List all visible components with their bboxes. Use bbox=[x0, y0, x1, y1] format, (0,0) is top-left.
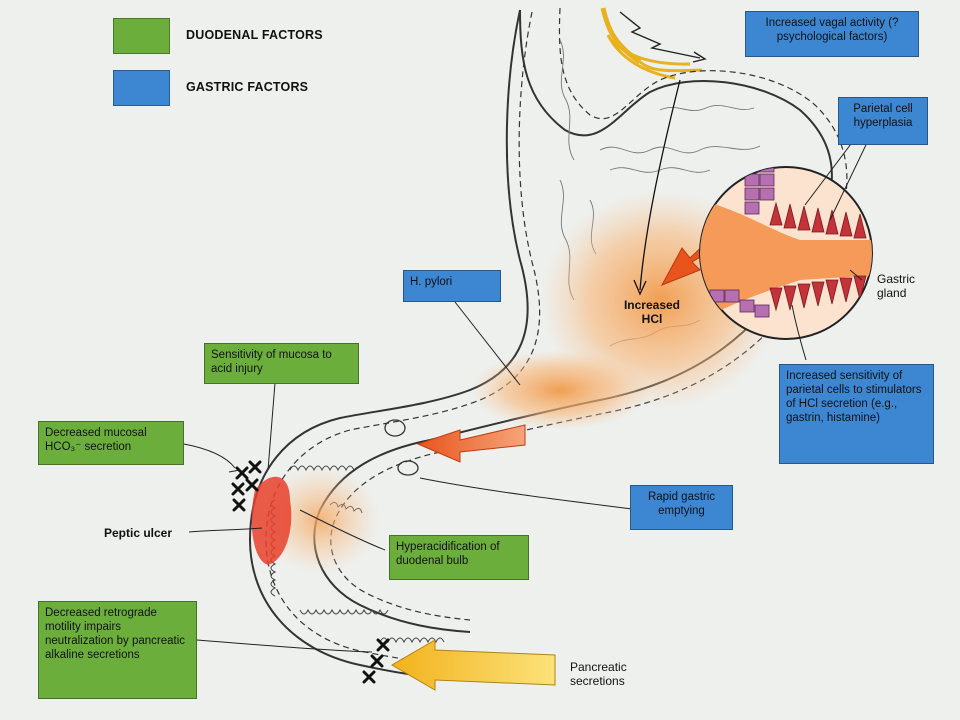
label-hyperacidification: Hyperacidification of duodenal bulb bbox=[389, 535, 529, 580]
legend-swatch-gastric bbox=[113, 70, 170, 106]
acid-arrow-duodenum bbox=[416, 424, 526, 463]
label-increased-sensitivity: Increased sensitivity of parietal cells … bbox=[779, 364, 934, 464]
vagus-nerve bbox=[600, 7, 707, 80]
label-peptic-ulcer: Peptic ulcer bbox=[104, 526, 173, 540]
vagal-pointer-arrow bbox=[639, 79, 681, 291]
label-decreased-hco3: Decreased mucosal HCO₃⁻ secretion bbox=[38, 421, 184, 465]
label-parietal-hyperplasia: Parietal cell hyperplasia bbox=[838, 97, 928, 145]
legend-label-duodenal: DUODENAL FACTORS bbox=[186, 28, 323, 42]
label-decreased-retrograde: Decreased retrograde motility impairs ne… bbox=[38, 601, 197, 699]
acid-glow-antrum bbox=[470, 350, 650, 430]
legend-swatch-duodenal bbox=[113, 18, 170, 54]
label-h-pylori: H. pylori bbox=[403, 270, 501, 302]
label-pancreatic-secretions: Pancreatic secretions bbox=[570, 660, 627, 688]
label-rapid-emptying: Rapid gastric emptying bbox=[630, 485, 733, 530]
label-increased-hcl: Increased HCl bbox=[623, 298, 681, 326]
ulcer-lesion bbox=[251, 476, 292, 565]
pancreatic-arrow bbox=[391, 639, 556, 691]
label-gastric-gland: Gastric gland bbox=[877, 272, 916, 300]
pylorus bbox=[384, 419, 419, 476]
gastric-gland-magnifier bbox=[699, 166, 873, 340]
impairment-marks-bulb bbox=[231, 460, 262, 512]
label-vagal-activity: Increased vagal activity (? psychologica… bbox=[745, 11, 919, 57]
legend-label-gastric: GASTRIC FACTORS bbox=[186, 80, 309, 94]
impairment-marks-distal bbox=[362, 638, 390, 684]
label-mucosa-sensitivity: Sensitivity of mucosa to acid injury bbox=[204, 343, 359, 384]
